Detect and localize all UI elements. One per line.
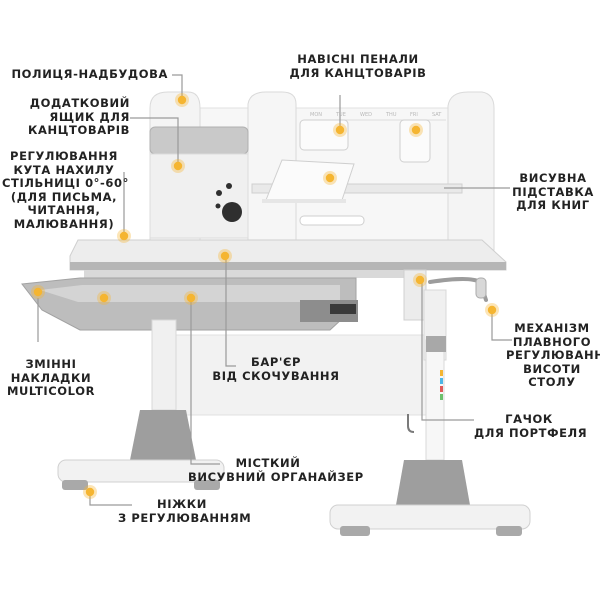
hutch-right-wing (447, 91, 495, 251)
label-mechanism-line-4: ВИСОТИ (523, 361, 581, 376)
label-extra-box-line-3: КАНЦТОВАРІВ (28, 123, 130, 137)
left-leveler-rear (194, 480, 220, 490)
accent-dot-crank (415, 275, 425, 285)
label-book-stand-line-3: ДЛЯ КНИГ (516, 198, 590, 212)
label-barrier: БАР'ЄР ВІД СКОЧУВАННЯ (212, 355, 340, 383)
left-leveler (62, 480, 88, 490)
label-legs: НІЖКИ З РЕГУЛЮВАННЯМ (118, 497, 252, 525)
leader-barrier (225, 257, 236, 367)
accent-dot-drawer (99, 293, 109, 303)
leader-mechanism (491, 312, 512, 341)
leader-legs (89, 492, 132, 506)
label-tilt-line-6: МАЛЮВАННЯ) (13, 216, 115, 231)
label-shelf-line-1: ПОЛИЦЯ-НАДБУДОВА (11, 67, 168, 81)
label-tilt-line-3: СТІЛЬНИЦІ 0°-60° (2, 176, 129, 190)
accent-dot-book-stand (325, 173, 335, 183)
accent-dot-shelf (177, 95, 187, 105)
label-extra-box-line-2: ЯЩИК ДЛЯ (49, 109, 130, 124)
label-mechanism: МЕХАНІЗМ ПЛАВНОГО РЕГУЛЮВАННЯ ВИСОТИ СТО… (506, 321, 600, 390)
label-tilt-line-1: РЕГУЛЮВАННЯ (10, 149, 118, 163)
label-mechanism-line-2: ПЛАВНОГО (512, 334, 592, 349)
label-tilt: РЕГУЛЮВАННЯ КУТА НАХИЛУ СТІЛЬНИЦІ 0°-60°… (2, 149, 129, 231)
accent-dot-tilt (119, 231, 129, 241)
crank-knob (475, 277, 487, 299)
label-mechanism-line-3: РЕГУЛЮВАННЯ (506, 348, 600, 362)
accent-dot-pencil-right (411, 125, 421, 135)
label-extra-box: ДОДАТКОВИЙ ЯЩИК ДЛЯ КАНЦТОВАРІВ (28, 96, 130, 138)
left-leg-foot (57, 459, 225, 483)
leader-extra-box (130, 117, 179, 166)
desk-slot (299, 215, 365, 226)
organizer-drawer-inner (40, 285, 340, 302)
pencil-case-left (299, 119, 349, 151)
label-tilt-line-5: ЧИТАННЯ, (27, 203, 101, 217)
left-leg-foot-joint (130, 410, 196, 460)
right-leg-collar (426, 336, 446, 352)
label-tilt-line-4: (ДЛЯ ПИСЬМА, (10, 189, 118, 204)
right-leg-foot (329, 504, 531, 530)
label-book-stand: ВИСУВНА ПІДСТАВКА ДЛЯ КНИГ (508, 171, 598, 213)
accent-dot-legs (85, 487, 95, 497)
label-extra-box-line-1: ДОДАТКОВИЙ (29, 96, 130, 110)
label-book-stand-line-2: ПІДСТАВКА (512, 184, 594, 199)
label-pencil-cases-line-1: НАВІСНІ ПЕНАЛИ (297, 52, 419, 66)
label-organizer-line-1: МІСТКИЙ (235, 456, 301, 470)
label-hook: ГАЧОК ДЛЯ ПОРТФЕЛЯ (474, 412, 588, 440)
under-desk-frame (84, 270, 404, 278)
label-organizer: МІСТКИЙ ВИСУВНИЙ ОРГАНАЙЗЕР (188, 456, 364, 484)
leader-hook (421, 280, 474, 421)
label-overlays-line-2: НАКЛАДКИ (10, 370, 92, 385)
label-hook-line-2: ДЛЯ ПОРТФЕЛЯ (474, 425, 588, 440)
accent-dot-mechanism (487, 305, 497, 315)
right-leg-foot-joint (396, 460, 470, 505)
left-leg-upper (151, 319, 177, 411)
label-legs-line-1: НІЖКИ (156, 497, 207, 511)
label-overlays: ЗМІННІ НАКЛАДКИ MULTICOLOR (2, 357, 100, 399)
label-book-stand-line-1: ВИСУВНА (519, 171, 587, 185)
right-leveler (340, 526, 370, 536)
extra-drawer-box-lower (149, 153, 249, 239)
height-scale (440, 370, 443, 400)
calendar-day-fri: FRI (410, 112, 418, 118)
crossbar-panel (167, 334, 427, 416)
right-leveler-rear (496, 526, 522, 536)
accent-dot-overlays (33, 287, 43, 297)
bag-hook (407, 414, 415, 433)
label-barrier-line-1: БАР'ЄР (250, 355, 302, 369)
label-mechanism-line-1: МЕХАНІЗМ (514, 321, 590, 335)
accent-dot-top (220, 251, 230, 261)
accent-dots (31, 93, 499, 499)
label-shelf: ПОЛИЦЯ-НАДБУДОВА (11, 67, 168, 82)
label-hook-line-1: ГАЧОК (505, 412, 553, 426)
accent-dot-extra-box (173, 161, 183, 171)
label-mechanism-line-5: СТОЛУ (528, 375, 576, 389)
label-pencil-cases: НАВІСНІ ПЕНАЛИ ДЛЯ КАНЦТОВАРІВ (288, 52, 428, 80)
calendar-day-wed: WED (360, 112, 372, 118)
leader-shelf (172, 74, 183, 100)
bear-decoration (215, 183, 242, 222)
leader-organizer (190, 298, 220, 465)
calendar-day-mon: MON (310, 112, 322, 118)
book-stand-base (262, 199, 346, 203)
label-pencil-cases-line-2: ДЛЯ КАНЦТОВАРІВ (289, 65, 427, 80)
label-tilt-line-2: КУТА НАХИЛУ (13, 162, 115, 177)
label-overlays-line-1: ЗМІННІ (25, 357, 77, 371)
label-legs-line-2: З РЕГУЛЮВАННЯМ (118, 510, 252, 525)
drawer-runner-black (330, 304, 356, 314)
accent-dot-pencil (335, 125, 345, 135)
desktop-edge-accent (70, 262, 506, 270)
label-overlays-line-3: MULTICOLOR (6, 384, 96, 398)
extra-drawer-box (149, 126, 249, 155)
pencil-case-right (399, 119, 431, 163)
label-barrier-line-2: ВІД СКОЧУВАННЯ (212, 368, 340, 383)
calendar-day-sat: SAT (432, 112, 442, 118)
label-organizer-line-2: ВИСУВНИЙ ОРГАНАЙЗЕР (188, 469, 364, 484)
accent-dot-organizer (186, 293, 196, 303)
book-stand (265, 159, 355, 201)
calendar-day-thu: THU (385, 112, 397, 118)
